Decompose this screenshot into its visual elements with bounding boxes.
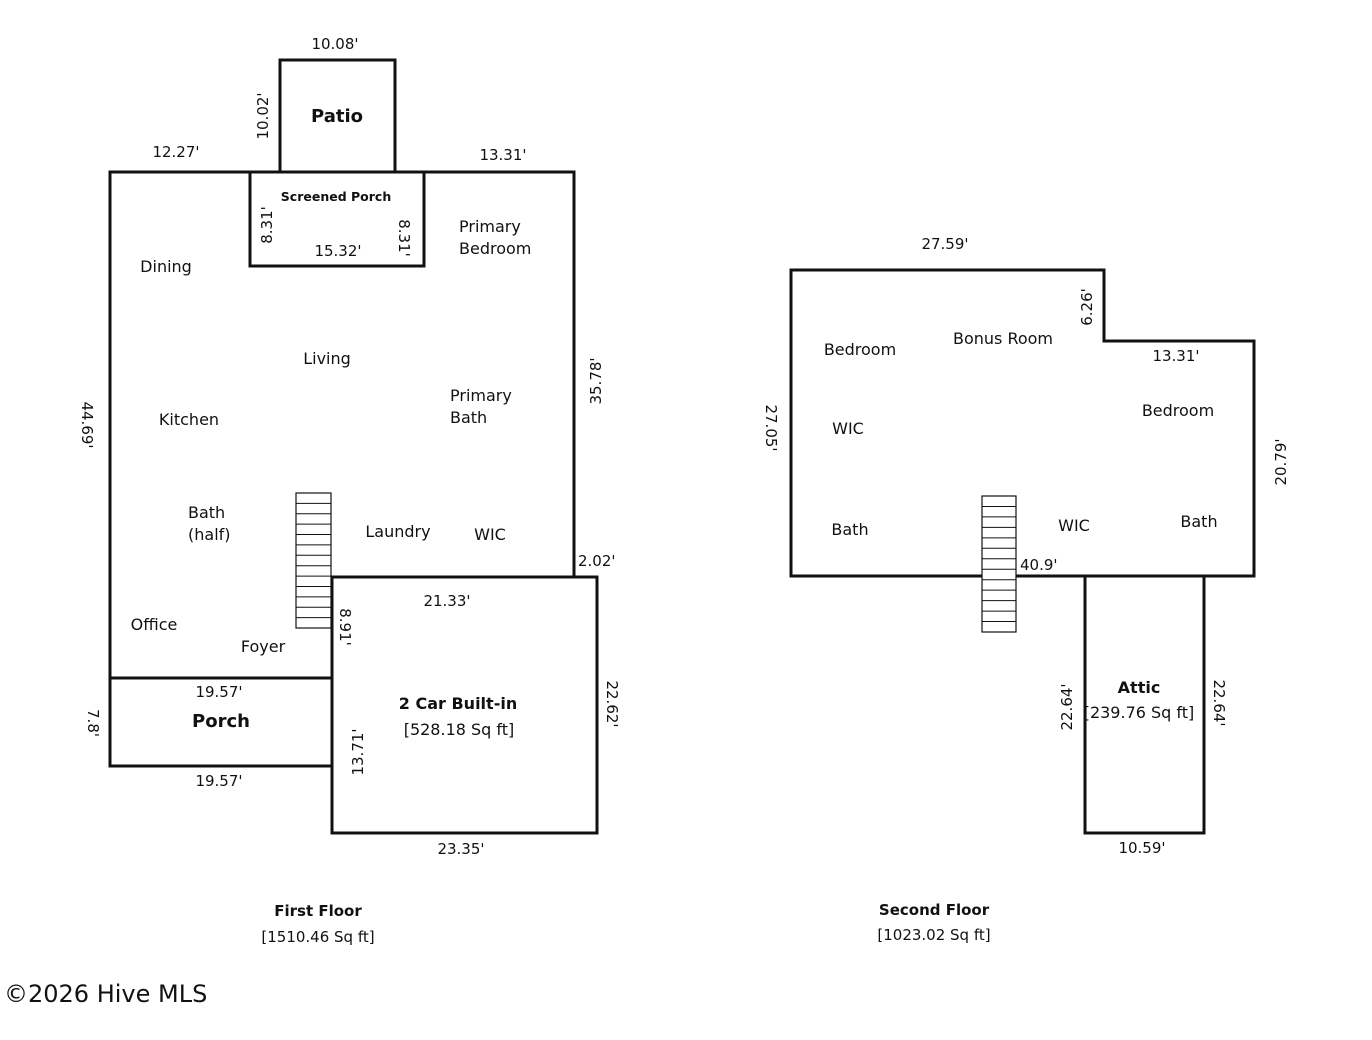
screened-porch-dim-right: 8.31' [395, 219, 413, 257]
room-foyer: Foyer [241, 637, 286, 656]
room-bedroom-right-2f: Bedroom [1142, 401, 1214, 420]
first-floor-stairs [295, 492, 332, 629]
dim-left: 44.69' [78, 401, 96, 448]
room-living: Living [303, 349, 351, 368]
attic-dim-left: 22.64' [1058, 683, 1076, 730]
screened-porch-label: Screened Porch [281, 189, 391, 204]
attic-dim-bottom: 10.59' [1118, 839, 1165, 857]
second-floor-outline [789, 268, 1256, 578]
dim-right-2f: 20.79' [1272, 438, 1290, 485]
second-floor-stair-frame [981, 495, 1017, 633]
room-bonus-2f: Bonus Room [953, 329, 1053, 348]
screened-porch-dim-bottom: 15.32' [314, 242, 361, 260]
dim-bottom-2f: 40.9' [1020, 556, 1058, 574]
room-wic: WIC [474, 525, 506, 544]
room-dining: Dining [140, 257, 192, 276]
garage-dim-left: 13.71' [349, 728, 367, 775]
porch-label: Porch [192, 711, 250, 732]
dim-stair-side: 8.91' [336, 608, 354, 646]
screened-porch-dim-left: 8.31' [258, 206, 276, 244]
room-wic-center-2f: WIC [1058, 516, 1090, 535]
screened-porch-outline [248, 170, 426, 268]
dim-right: 35.78' [587, 357, 605, 404]
patio-dim-top: 10.08' [311, 35, 358, 53]
dim-step-top-2f: 13.31' [1152, 347, 1199, 365]
attic-area: [239.76 Sq ft] [1084, 703, 1195, 722]
first-floor-stair-frame [295, 492, 332, 629]
room-primary-bedroom-line1: Primary [459, 217, 521, 236]
room-bath-right-2f: Bath [1180, 512, 1217, 531]
patio-label: Patio [311, 106, 363, 127]
garage-outline [330, 575, 599, 835]
dim-notch-2f: 6.26' [1078, 288, 1096, 326]
porch-dim-bottom: 19.57' [195, 772, 242, 790]
copyright-watermark: ©2026 Hive MLS [4, 980, 207, 1008]
room-half-bath-line2: (half) [188, 525, 231, 544]
attic-label: Attic [1118, 678, 1161, 697]
first-floor-title: First Floor [274, 902, 362, 920]
garage-dim-bottom: 23.35' [437, 840, 484, 858]
dim-top-2f: 27.59' [921, 235, 968, 253]
attic-outline [1083, 574, 1206, 835]
second-floor-stairs [981, 495, 1017, 633]
room-laundry: Laundry [365, 522, 430, 541]
room-office: Office [131, 615, 178, 634]
room-bath-left-2f: Bath [831, 520, 868, 539]
garage-area: [528.18 Sq ft] [404, 720, 515, 739]
dim-top-right: 13.31' [479, 146, 526, 164]
first-floor-walls [108, 58, 599, 835]
dim-top-left: 12.27' [152, 143, 199, 161]
porch-dim-left: 7.8' [84, 709, 102, 737]
room-kitchen: Kitchen [159, 410, 219, 429]
room-primary-bedroom-line2: Bedroom [459, 239, 531, 258]
room-wic-left-2f: WIC [832, 419, 864, 438]
patio-dim-left: 10.02' [254, 92, 272, 139]
second-floor-labels: 27.59' 6.26' 13.31' 27.05' 20.79' 40.9' … [762, 235, 1290, 944]
second-floor-area: [1023.02 Sq ft] [877, 926, 990, 944]
dim-left-2f: 27.05' [762, 404, 780, 451]
dim-step-right: 2.02' [578, 552, 616, 570]
room-half-bath-line1: Bath [188, 503, 225, 522]
second-floor-walls [789, 268, 1256, 835]
garage-dim-right: 22.62' [603, 680, 621, 727]
garage-label: 2 Car Built-in [399, 694, 517, 713]
garage-dim-top: 21.33' [423, 592, 470, 610]
attic-dim-right: 22.64' [1210, 679, 1228, 726]
room-bedroom-left-2f: Bedroom [824, 340, 896, 359]
second-floor-title: Second Floor [879, 901, 990, 919]
first-floor-area: [1510.46 Sq ft] [261, 928, 374, 946]
porch-dim-top: 19.57' [195, 683, 242, 701]
room-primary-bath-line1: Primary [450, 386, 512, 405]
room-primary-bath-line2: Bath [450, 408, 487, 427]
first-floor-labels: 10.08' 10.02' Patio 12.27' 13.31' Screen… [78, 35, 621, 946]
